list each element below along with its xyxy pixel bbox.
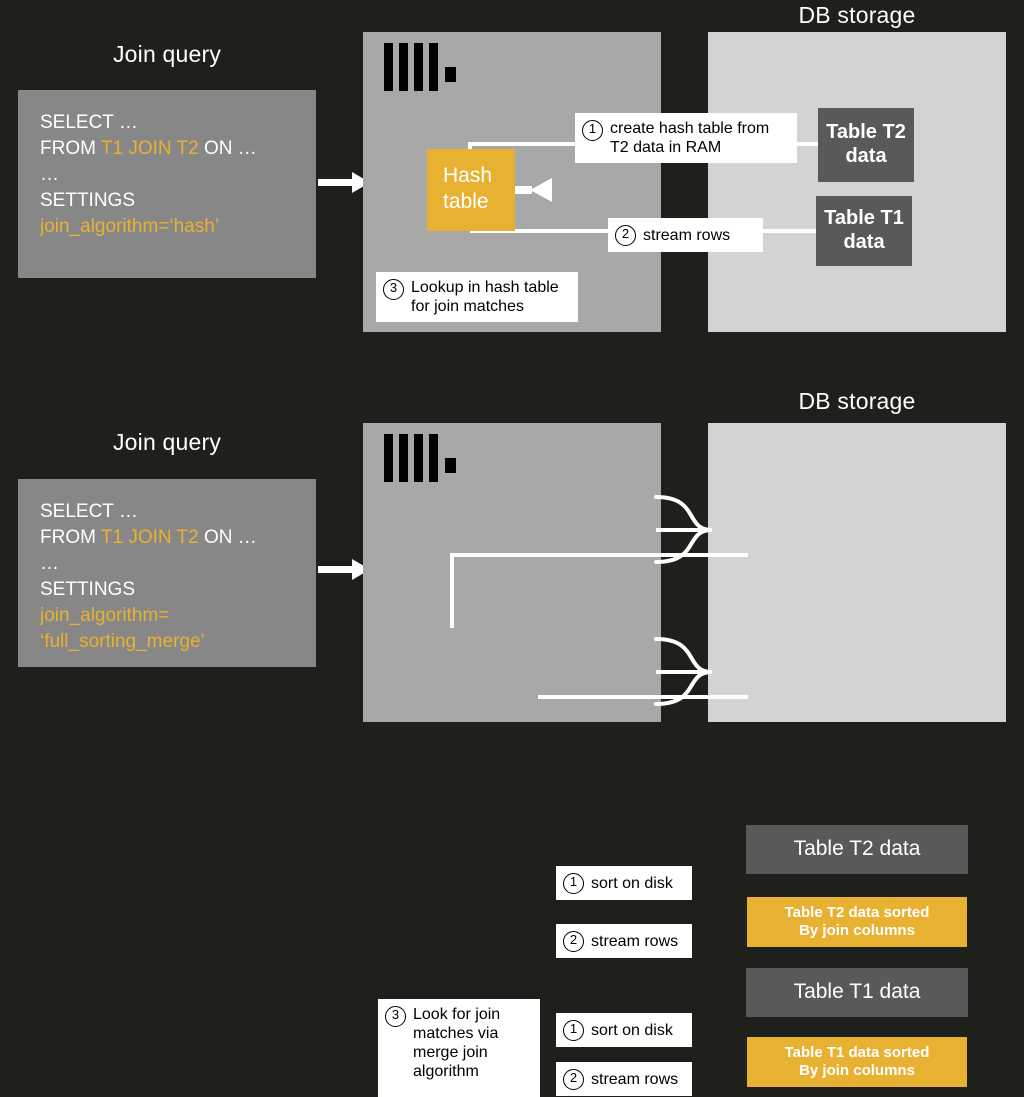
top-hash-table-block: Hash table <box>427 149 515 231</box>
bottom-query-line-2: FROM T1 JOIN T2 ON … <box>40 525 294 551</box>
bottom-query-line-3: … <box>40 553 60 574</box>
top-join-query-title: Join query <box>112 41 222 67</box>
bottom-callout-sort-t2-text: sort on disk <box>591 874 673 892</box>
bottom-callout-stream-t1: 2 stream rows <box>556 1062 692 1096</box>
top-query-line-2: FROM T1 JOIN T2 ON … <box>40 136 294 162</box>
top-hash-table-line-1: Hash <box>443 164 493 187</box>
top-table-chip-t2: Table T2 data <box>818 108 914 182</box>
bottom-callout-stream-t2-text: stream rows <box>591 932 679 950</box>
bottom-db-storage-title: DB storage <box>798 388 916 414</box>
step-number-badge: 1 <box>563 1020 584 1041</box>
bottom-query-from-kw: FROM <box>40 527 101 548</box>
bottom-query-line-1: SELECT … <box>40 501 138 522</box>
bottom-query-to-server-arrow <box>318 557 370 581</box>
hash-join-diagram: Join query DB storage SELECT … FROM T1 J… <box>0 0 1024 384</box>
top-query-on-kw: ON … <box>198 138 257 159</box>
top-query-line-1: SELECT … <box>40 112 138 133</box>
bottom-callout-merge-join: 3 Look for join matches via merge join a… <box>378 999 540 1097</box>
top-db-storage-panel <box>708 32 1006 332</box>
top-query-from-kw: FROM <box>40 138 101 159</box>
step-number-badge: 2 <box>563 1069 584 1090</box>
step-number-badge: 2 <box>563 931 584 952</box>
bottom-callout-sort-t2: 1 sort on disk <box>556 866 692 900</box>
clickhouse-logo-icon <box>384 434 456 482</box>
top-query-box: SELECT … FROM T1 JOIN T2 ON … … SETTINGS… <box>18 90 316 278</box>
bottom-query-on-kw: ON … <box>198 527 257 548</box>
bottom-callout-merge-join-text: Look for join matches via merge join alg… <box>413 1006 501 1080</box>
step-number-badge: 3 <box>385 1006 406 1027</box>
bottom-db-storage-panel <box>708 423 1006 722</box>
bottom-join-query-title: Join query <box>112 429 222 455</box>
step-number-badge: 3 <box>383 279 404 300</box>
bottom-query-line-5: join_algorithm= <box>40 605 170 626</box>
bottom-query-box: SELECT … FROM T1 JOIN T2 ON … … SETTINGS… <box>18 479 316 667</box>
bottom-table-chip-t2-raw: Table T2 data <box>746 825 968 874</box>
top-callout-3-text: Lookup in hash table for join matches <box>411 279 559 315</box>
bottom-callout-sort-t1-text: sort on disk <box>591 1021 673 1039</box>
bottom-callout-stream-t2: 2 stream rows <box>556 924 692 958</box>
top-callout-1-text: create hash table from T2 data in RAM <box>610 120 770 156</box>
bottom-server-panel <box>363 423 661 722</box>
top-query-line-4: SETTINGS <box>40 190 136 211</box>
clickhouse-logo-icon <box>384 43 456 91</box>
step-number-badge: 1 <box>582 120 603 141</box>
bottom-callout-stream-t1-text: stream rows <box>591 1070 679 1088</box>
bottom-query-join-expr: T1 JOIN T2 <box>100 527 199 548</box>
top-query-line-3: … <box>40 164 60 185</box>
bottom-table-chip-t2-sorted: Table T2 data sorted By join columns <box>746 896 968 948</box>
top-hash-table-line-2: table <box>443 190 489 213</box>
top-query-to-server-arrow <box>318 170 370 194</box>
top-callout-2-text: stream rows <box>643 226 731 244</box>
bottom-query-line-6: ‘full_sorting_merge’ <box>40 631 205 652</box>
top-db-storage-title: DB storage <box>798 2 916 28</box>
step-number-badge: 2 <box>615 225 636 246</box>
top-callout-3: 3 Lookup in hash table for join matches <box>376 272 578 322</box>
top-query-line-5: join_algorithm=‘hash’ <box>40 216 220 237</box>
top-callout-1: 1 create hash table from T2 data in RAM <box>575 113 797 163</box>
step-number-badge: 1 <box>563 873 584 894</box>
bottom-callout-sort-t1: 1 sort on disk <box>556 1013 692 1047</box>
bottom-query-line-4: SETTINGS <box>40 579 136 600</box>
top-query-join-expr: T1 JOIN T2 <box>100 138 199 159</box>
top-table-chip-t1: Table T1 data <box>816 196 912 266</box>
top-callout-2: 2 stream rows <box>608 218 763 252</box>
full-sorting-merge-diagram: Join query DB storage SELECT … FROM T1 J… <box>0 384 1024 1097</box>
bottom-connector-lines <box>450 495 748 706</box>
bottom-table-chip-t1-sorted: Table T1 data sorted By join columns <box>746 1036 968 1088</box>
bottom-table-chip-t1-raw: Table T1 data <box>746 968 968 1017</box>
